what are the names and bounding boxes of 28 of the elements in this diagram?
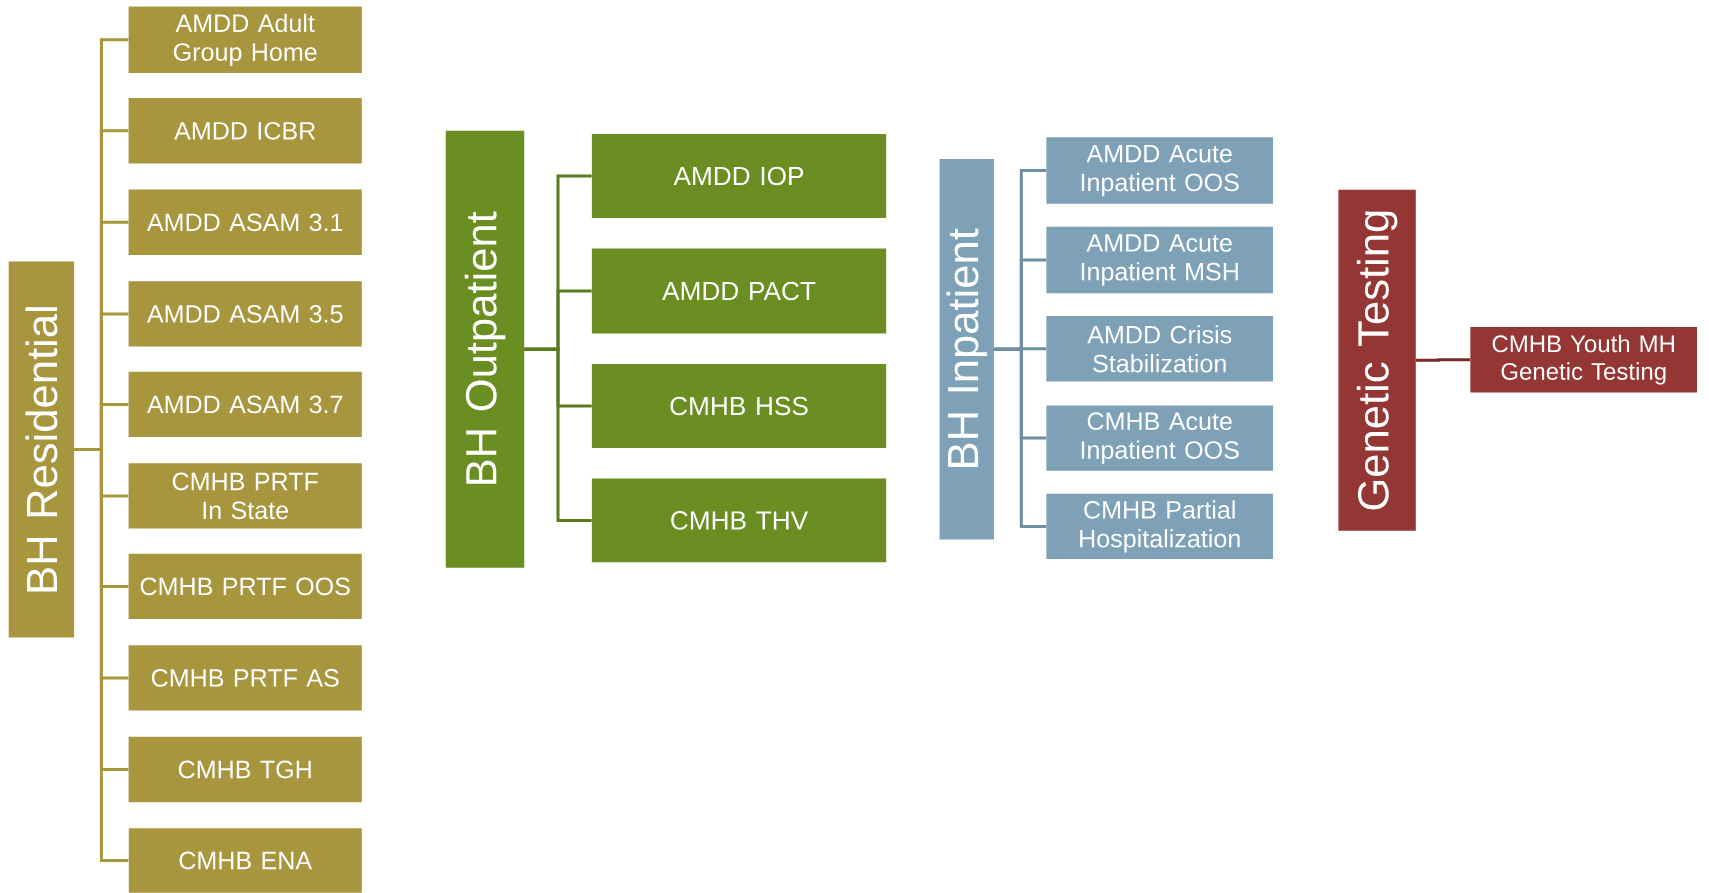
- service-box: AMDD PACT: [591, 248, 887, 334]
- service-box: CMHB PRTF OOS: [128, 553, 362, 620]
- service-box: AMDD Acute Inpatient OOS: [1046, 137, 1274, 204]
- service-box: CMHB HSS: [591, 364, 887, 448]
- service-box: CMHB ENA: [128, 828, 362, 893]
- category-band: BH Outpatient: [445, 130, 525, 568]
- service-box: AMDD ASAM 3.5: [128, 281, 362, 347]
- connector-line: [524, 347, 592, 522]
- service-box: AMDD IOP: [591, 134, 887, 218]
- service-box: CMHB Partial Hospitalization: [1046, 493, 1274, 560]
- category-band: BH Residential: [8, 261, 75, 638]
- service-box: CMHB Youth MH Genetic Testing: [1470, 327, 1698, 393]
- service-box: CMHB Acute Inpatient OOS: [1046, 405, 1274, 471]
- service-box: AMDD ASAM 3.1: [128, 189, 362, 255]
- service-box: CMHB THV: [591, 478, 887, 563]
- category-band: Genetic Testing: [1338, 189, 1416, 531]
- category-band: BH Inpatient: [939, 159, 995, 540]
- service-box: AMDD Adult Group Home: [128, 6, 362, 74]
- connector-line: [74, 448, 129, 862]
- service-box: AMDD Crisis Stabilization: [1046, 316, 1274, 382]
- service-box: CMHB PRTF In State: [128, 463, 362, 529]
- service-box: CMHB TGH: [128, 736, 362, 803]
- service-box: CMHB PRTF AS: [128, 645, 362, 711]
- service-box: AMDD ICBR: [128, 98, 362, 164]
- connector-line: [994, 347, 1047, 528]
- connector-line: [1416, 358, 1471, 362]
- service-box: AMDD ASAM 3.7: [128, 371, 362, 438]
- service-box: AMDD Acute Inpatient MSH: [1046, 226, 1274, 294]
